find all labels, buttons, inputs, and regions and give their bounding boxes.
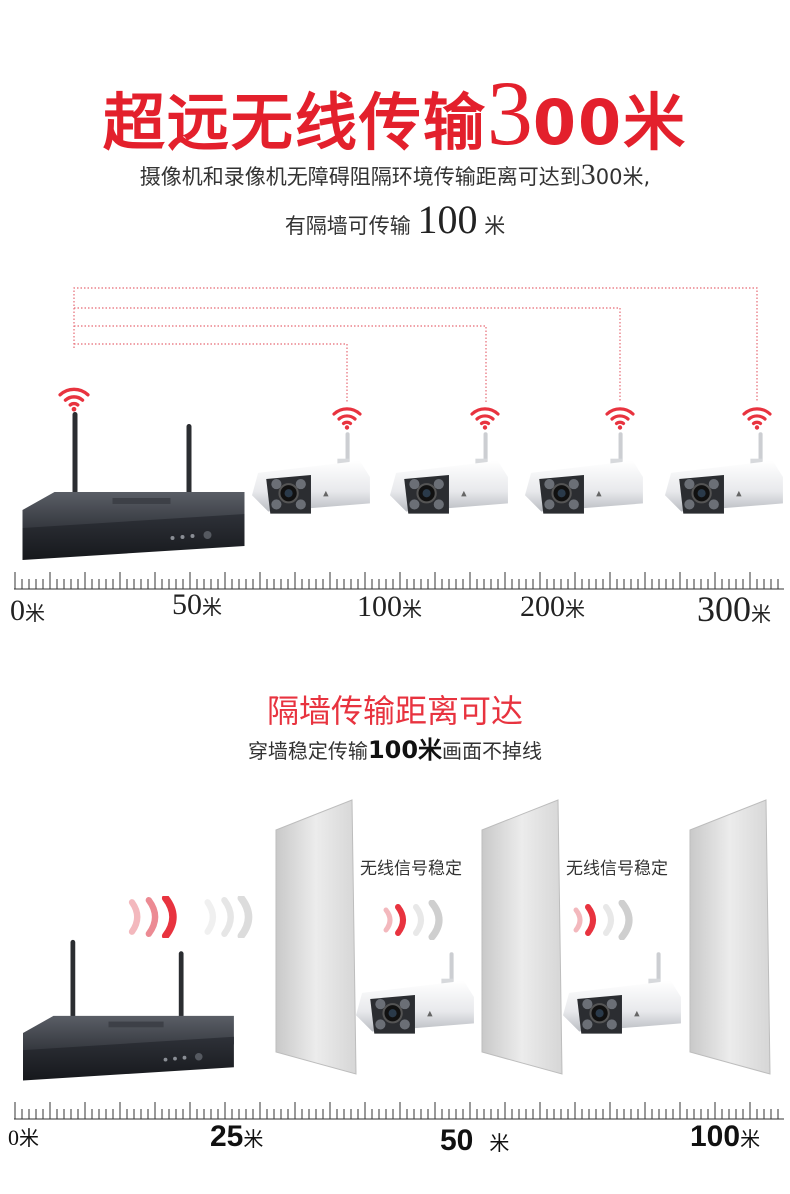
line1-rest: 00米, — [595, 165, 651, 189]
sub-suffix: 画面不掉线 — [442, 739, 543, 763]
mark-unit: 米 — [202, 595, 222, 619]
mark-num: 200 — [520, 590, 565, 623]
mark-unit: 米 — [751, 602, 771, 626]
mark-num: 50 — [172, 588, 202, 621]
dotted-connection-lines — [73, 287, 758, 402]
camera-wifi-icon — [742, 407, 772, 430]
mark-unit: 米 — [25, 601, 45, 625]
section2-heading: 隔墙传输距离可达 — [266, 692, 523, 730]
mark-num: 100 — [357, 590, 402, 623]
mark-unit: 米 — [740, 1127, 761, 1151]
camera-wifi-icon — [470, 407, 500, 430]
ruler1-mark: 50米 — [172, 588, 222, 622]
distance-diagram — [22, 287, 785, 560]
camera-wifi-icon — [332, 407, 362, 430]
wall-panel — [689, 799, 771, 1075]
title-text: 超远无线传输 — [102, 86, 487, 159]
subtitle-line-1: 摄像机和录像机无障碍阻隔环境传输距离可达到300米, — [0, 158, 790, 192]
mark-num: 25 — [210, 1120, 244, 1153]
signal-waves-icon — [576, 903, 629, 937]
mark-unit: 米 — [489, 1131, 510, 1155]
mark-num: 50 — [440, 1124, 474, 1157]
ruler1-mark: 100米 — [357, 590, 422, 624]
camera-icon — [665, 431, 785, 515]
subtitle-line-2: 有隔墙可传输 100 米 — [0, 196, 790, 243]
nvr-recorder-icon — [22, 412, 245, 560]
mark-num: 300 — [697, 589, 751, 629]
camera-wifi-icon — [605, 407, 635, 430]
distance-ruler-1 — [14, 572, 784, 590]
title-digit: 3 — [486, 62, 533, 164]
line1-text: 摄像机和录像机无障碍阻隔环境传输距离可达到 — [139, 165, 581, 189]
line2-text: 有隔墙可传输 — [284, 214, 411, 238]
camera-icon — [525, 431, 645, 515]
line1-digit: 3 — [580, 158, 596, 191]
camera-icon — [252, 431, 372, 515]
ruler2-mark: 50 米 — [440, 1124, 509, 1158]
line2-unit: 米 — [484, 214, 506, 238]
ruler2-mark: 100米 — [690, 1120, 760, 1154]
sub-prefix: 穿墙稳定传输 — [247, 739, 368, 763]
mark-unit: 米 — [402, 597, 422, 621]
camera-icon — [390, 431, 510, 515]
signal-waves-icon — [132, 898, 249, 936]
mark-unit: 米 — [565, 597, 585, 621]
wall-panel — [275, 799, 357, 1075]
sub-bold: 100米 — [367, 736, 443, 764]
camera-icon — [563, 951, 683, 1035]
mark-num: 0 — [8, 1125, 19, 1150]
wall-diagram — [23, 799, 771, 1081]
ruler2-mark: 25米 — [210, 1120, 263, 1154]
distance-ruler-2 — [14, 1102, 784, 1120]
wall-panel — [481, 799, 563, 1075]
wall-label: 无线信号稳定 — [360, 859, 462, 879]
nvr-recorder-icon — [23, 939, 234, 1081]
nvr-wifi-icon — [58, 387, 90, 412]
ruler1-mark: 0米 — [10, 594, 45, 628]
line2-num: 100 — [417, 197, 478, 242]
wall-label: 无线信号稳定 — [566, 859, 668, 879]
ruler2-mark: 0米 — [8, 1122, 39, 1151]
title-rest: 00米 — [532, 86, 688, 159]
signal-waves-icon — [386, 903, 439, 937]
ruler1-mark: 200米 — [520, 590, 585, 624]
main-title: 超远无线传输300米 — [0, 60, 790, 166]
ruler1-mark: 300米 — [697, 588, 771, 630]
mark-num: 100 — [690, 1120, 741, 1153]
section2-subtitle: 穿墙稳定传输100米画面不掉线 — [0, 730, 790, 765]
mark-num: 0 — [10, 594, 25, 627]
mark-unit: 米 — [19, 1126, 39, 1150]
mark-unit: 米 — [243, 1127, 264, 1151]
camera-icon — [356, 951, 476, 1035]
